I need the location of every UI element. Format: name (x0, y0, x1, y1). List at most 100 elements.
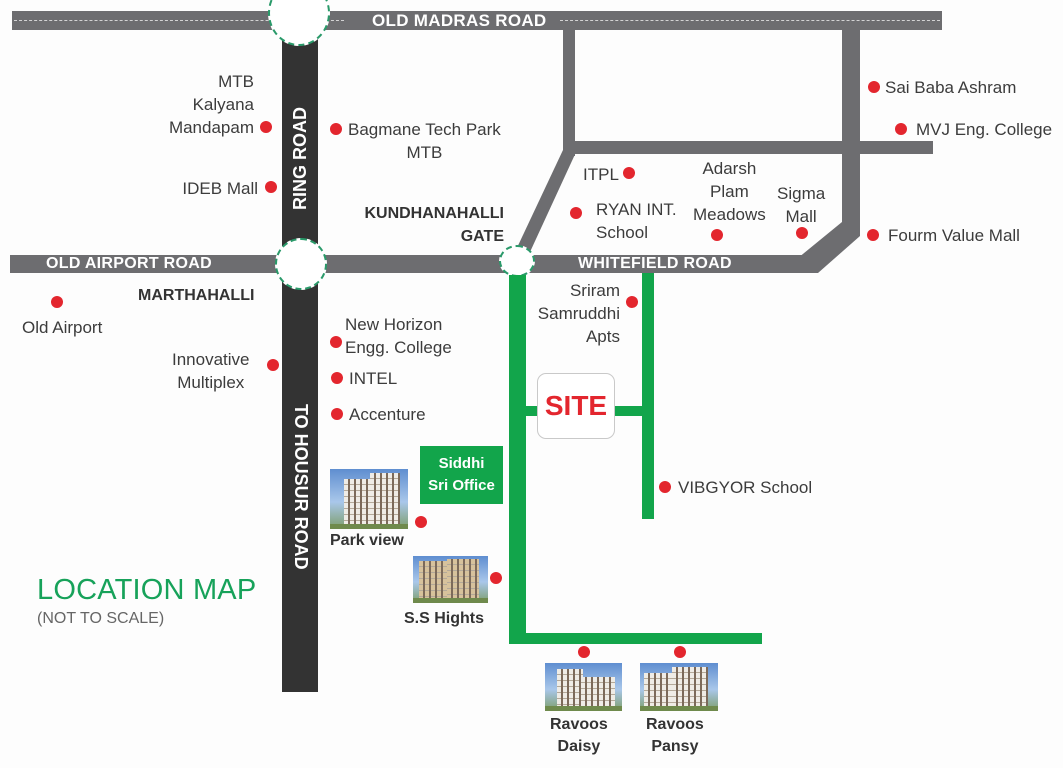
site-connector-west (524, 406, 538, 416)
landmark-fourm-value-mall[interactable]: Fourm Value Mall (888, 226, 1020, 245)
site-marker[interactable]: SITE (537, 373, 615, 439)
location-dot-icon (331, 372, 343, 384)
landmark-intel[interactable]: INTEL (349, 369, 398, 388)
landmark-label-line: Kalyana (192, 95, 254, 114)
location-dot-icon (265, 181, 277, 193)
old-airport-road-label: OLD AIRPORT ROAD (46, 255, 212, 272)
office-label-line1: Siddhi (438, 455, 485, 472)
location-dot-icon (796, 227, 808, 239)
site-road-east (642, 273, 654, 519)
ss-hights-building-image[interactable] (413, 556, 488, 603)
location-dot-icon (260, 121, 272, 133)
location-dot-icon (868, 81, 880, 93)
map-subtitle: (NOT TO SCALE) (37, 610, 165, 627)
landmark-innovative-multiplex[interactable]: Innovative Multiplex (172, 348, 250, 394)
site-road-south (509, 633, 762, 644)
landmark-label-line: Plam (710, 182, 749, 201)
landmark-label-line: Bagmane Tech Park (348, 120, 501, 139)
location-dot-icon (415, 516, 427, 528)
landmark-old-airport[interactable]: Old Airport (22, 318, 103, 337)
landmark-label-line: Apts (585, 327, 620, 346)
site-connector-east (615, 406, 645, 416)
ravoos-pansy-building-image[interactable] (640, 663, 718, 711)
project-ss-hights[interactable]: S.S Hights (404, 610, 485, 627)
landmark-label-line: Samruddhi (537, 304, 620, 323)
landmark-ideb-mall[interactable]: IDEB Mall (182, 179, 258, 198)
old-airport-road (10, 255, 810, 273)
landmark-bagmane-tech-park[interactable]: Bagmane Tech Park MTB (348, 118, 501, 164)
landmark-new-horizon-engg-college[interactable]: New Horizon Engg. College (345, 313, 452, 359)
location-dot-icon (330, 336, 342, 348)
project-label-line: Daisy (557, 738, 601, 755)
location-dot-icon (711, 229, 723, 241)
ring-road (282, 30, 318, 692)
landmark-sai-baba-ashram[interactable]: Sai Baba Ashram (885, 78, 1017, 97)
landmark-label-line: Meadows (693, 205, 766, 224)
landmark-accenture[interactable]: Accenture (349, 405, 426, 424)
location-dot-icon (623, 167, 635, 179)
landmark-ryan-int-school[interactable]: RYAN INT. School (596, 198, 677, 244)
to-housur-road-label: TO HOUSUR ROAD (291, 404, 311, 570)
location-dot-icon (570, 207, 582, 219)
location-dot-icon (578, 646, 590, 658)
location-dot-icon (330, 123, 342, 135)
area-label-line: KUNDHANAHALLI (364, 205, 504, 222)
site-label: SITE (544, 390, 608, 421)
landmark-itpl[interactable]: ITPL (583, 165, 619, 184)
siddhi-sri-office-marker[interactable]: Siddhi Sri Office (420, 446, 503, 504)
landmark-label-line: Adarsh (702, 159, 757, 178)
area-label-line: GATE (460, 228, 504, 245)
project-ravoos-daisy[interactable]: Ravoos Daisy (550, 714, 608, 758)
location-dot-icon (490, 572, 502, 584)
location-dot-icon (626, 296, 638, 308)
hoodi-road-vertical (842, 26, 860, 236)
whitefield-road-label: WHITEFIELD ROAD (578, 255, 732, 272)
location-dot-icon (51, 296, 63, 308)
landmark-label-line: Multiplex (177, 373, 245, 392)
old-madras-road-label: OLD MADRAS ROAD (372, 11, 547, 30)
site-road-west (509, 275, 526, 643)
landmark-label-line: School (596, 223, 648, 242)
landmark-label-line: Engg. College (345, 338, 452, 357)
office-label-line2: Sri Office (428, 477, 495, 494)
landmark-label-line: RYAN INT. (596, 200, 677, 219)
landmark-label-line: MTB (218, 72, 254, 91)
map-title: LOCATION MAP (37, 574, 257, 606)
landmark-sigma-mall[interactable]: Sigma Mall (777, 182, 825, 228)
ring-road-label: RING ROAD (290, 107, 310, 210)
location-dot-icon (895, 123, 907, 135)
project-label-line: Ravoos (646, 716, 704, 733)
park-view-building-image[interactable] (330, 469, 408, 529)
landmark-label-line: Mandapam (168, 118, 254, 137)
location-dot-icon (659, 481, 671, 493)
old-madras-road-center-dash (14, 20, 344, 21)
project-label-line: Pansy (651, 738, 699, 755)
itpl-main-road (563, 141, 933, 154)
location-dot-icon (867, 229, 879, 241)
junction-kundhanahalli (499, 245, 535, 277)
location-dot-icon (674, 646, 686, 658)
landmark-label-line: MTB (406, 143, 443, 162)
landmark-vibgyor-school[interactable]: VIBGYOR School (678, 478, 813, 497)
area-kundhanahalli-gate: KUNDHANAHALLI GATE (364, 202, 504, 248)
old-madras-road-center-dash-east (560, 20, 940, 21)
landmark-label-line: Innovative (172, 350, 250, 369)
location-dot-icon (267, 359, 279, 371)
landmark-mvj-eng-college[interactable]: MVJ Eng. College (916, 120, 1053, 139)
ravoos-daisy-building-image[interactable] (545, 663, 622, 711)
landmark-sriram-samruddhi-apts[interactable]: Sriram Samruddhi Apts (538, 279, 620, 348)
landmark-label-line: New Horizon (345, 315, 443, 334)
landmark-label-line: Mall (785, 207, 817, 226)
landmark-mtb-kalyana-mandapam[interactable]: MTB Kalyana Mandapam (169, 70, 254, 139)
junction-marthahalli (275, 238, 327, 290)
old-madras-road (12, 11, 942, 30)
project-label-line: Ravoos (550, 716, 608, 733)
project-ravoos-pansy[interactable]: Ravoos Pansy (646, 714, 704, 758)
project-park-view[interactable]: Park view (330, 532, 404, 549)
landmark-adarsh-plam-meadows[interactable]: Adarsh Plam Meadows (693, 157, 766, 226)
area-marthahalli: MARTHAHALLI (138, 287, 255, 304)
itpl-road-west-vertical (563, 26, 575, 156)
landmark-label-line: Sigma (777, 184, 826, 203)
landmark-label-line: Sriram (569, 281, 620, 300)
